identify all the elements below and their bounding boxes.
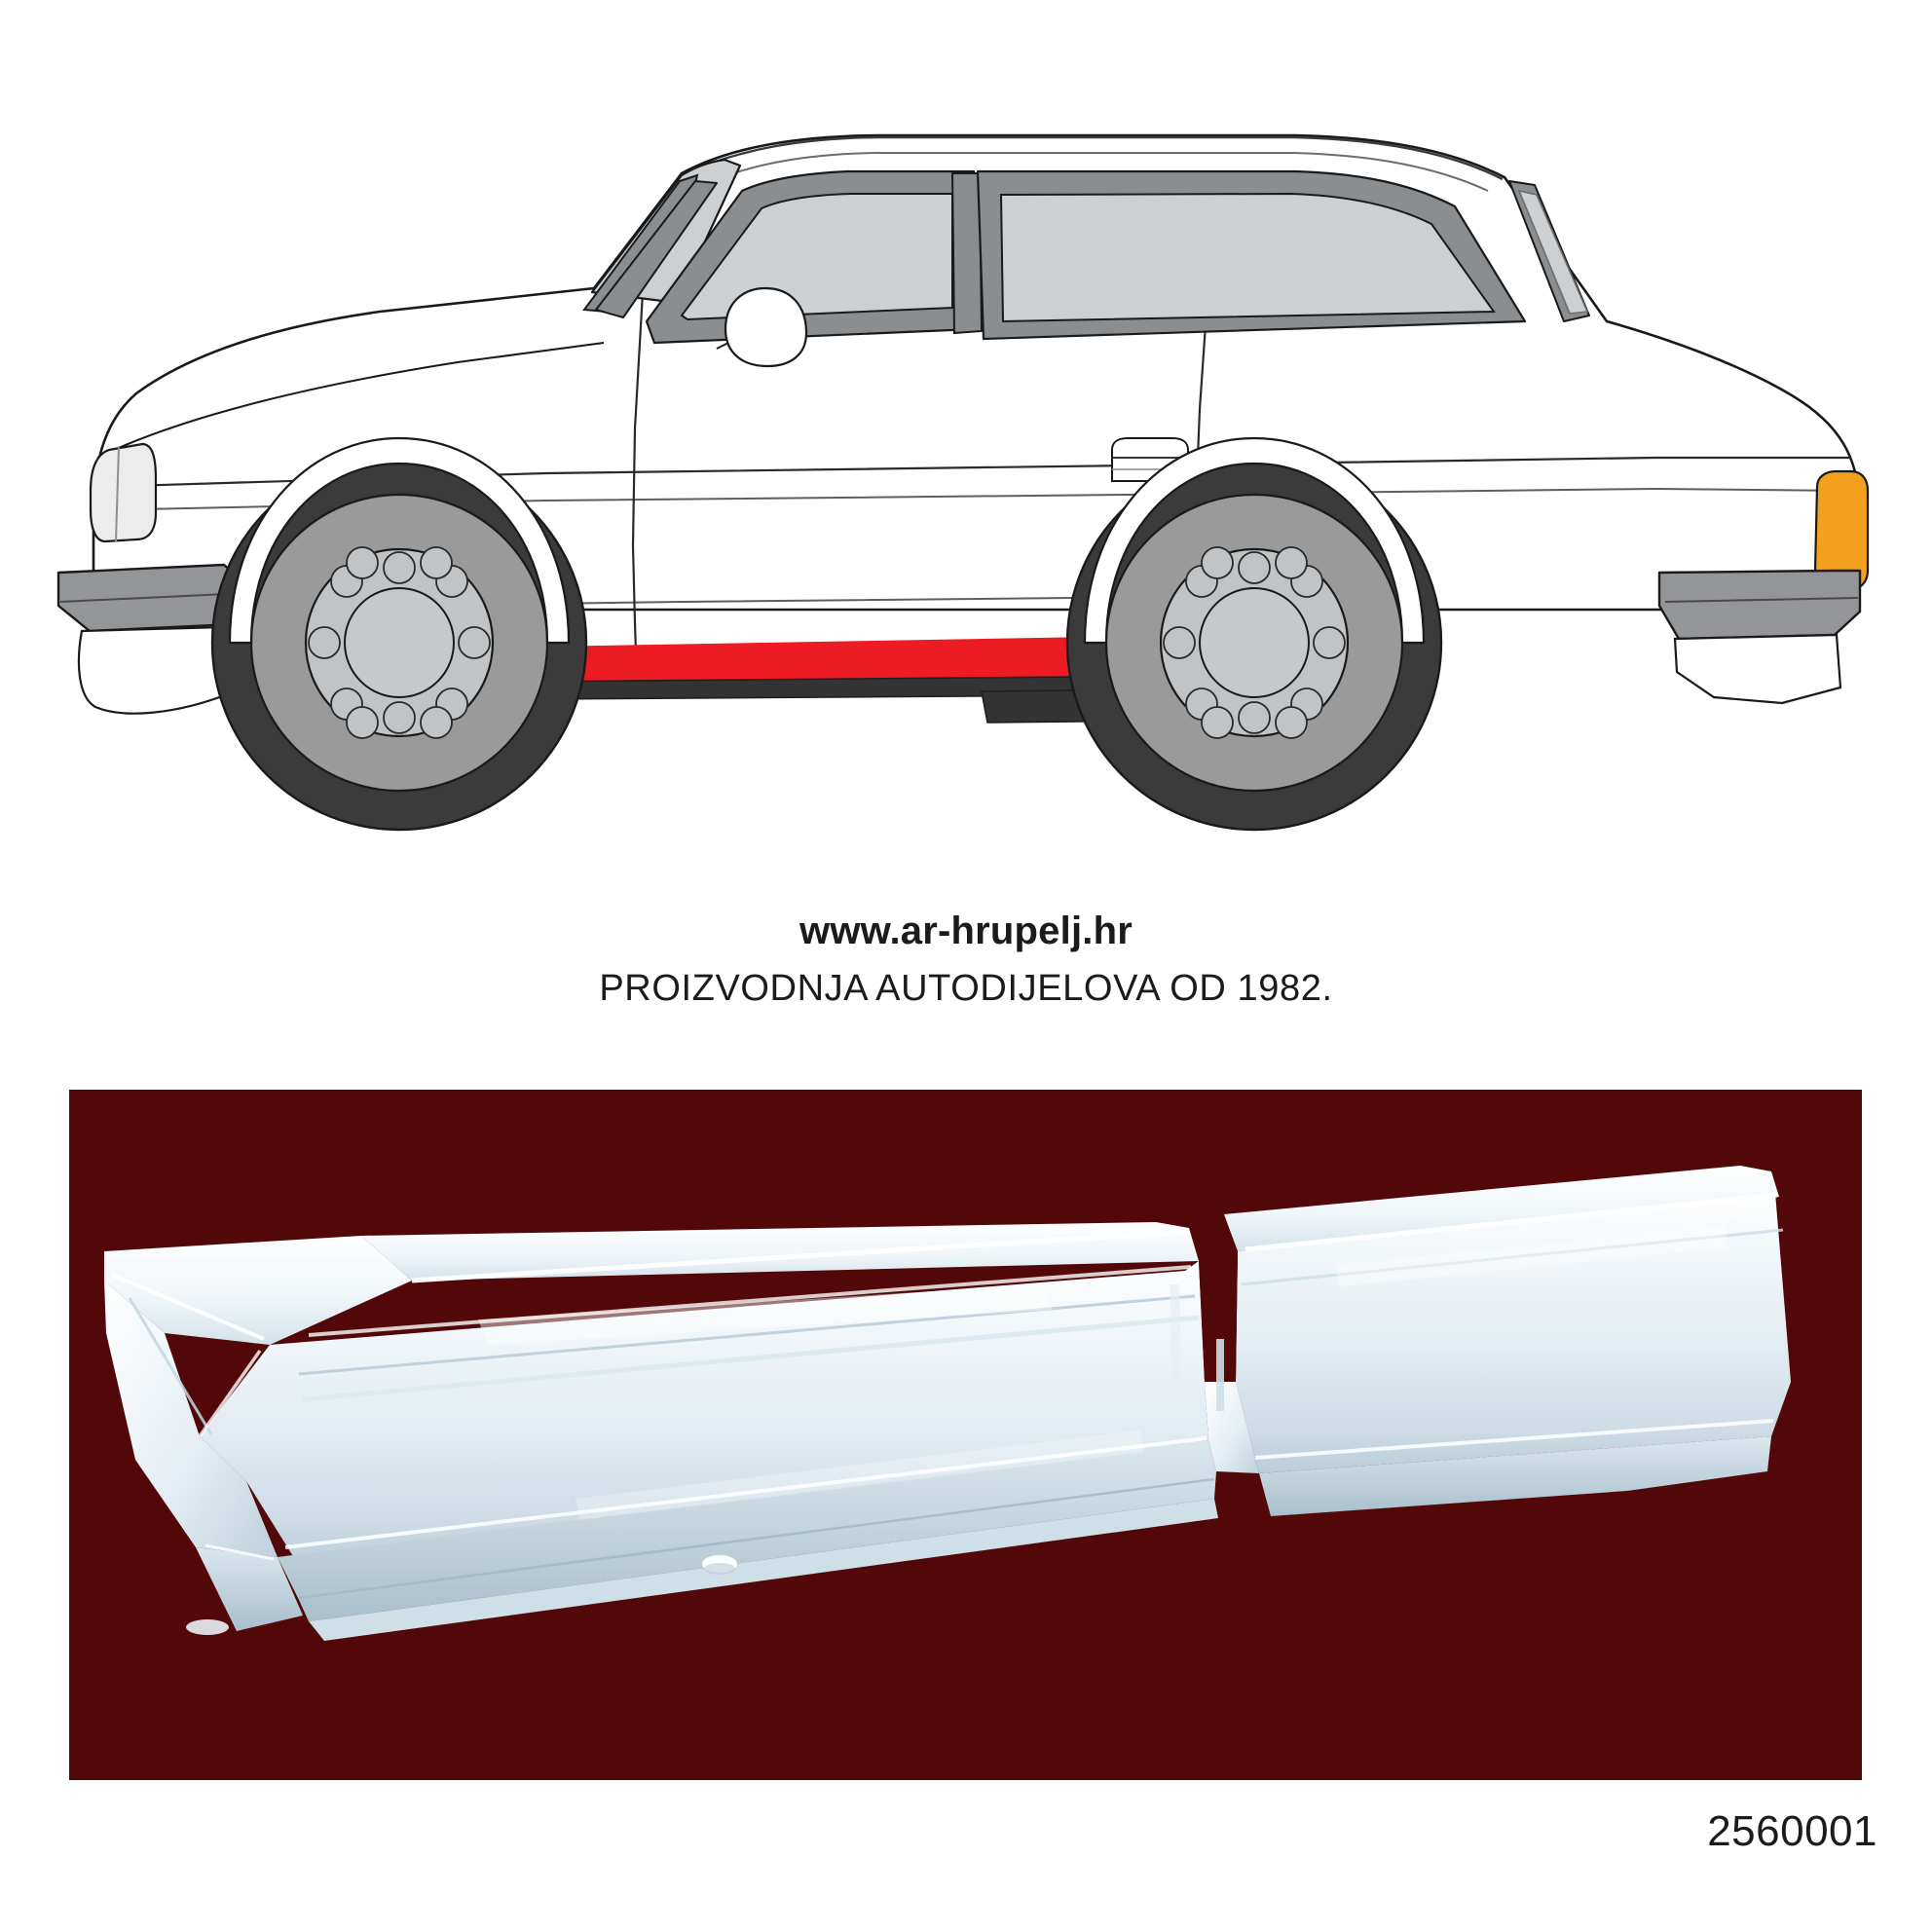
notch-rib-2 [1170,1284,1181,1378]
sill-lower-flange-edge [309,1499,1218,1641]
sill-panel-part [104,1166,1791,1641]
glazing-group [582,158,1590,368]
rear-valance [1673,633,1842,705]
rear-quarter-glass [999,192,1496,323]
sill-notch-cut [1199,1216,1238,1382]
notch-rib-1 [1216,1339,1224,1411]
left-end-crease-b [128,1297,213,1435]
front-arch-lip [228,436,571,645]
rear-bumper [1657,569,1862,641]
front-wheel [210,454,588,832]
sill-right-lower-flange [1259,1436,1771,1516]
front-door-shutline [631,291,645,683]
front-hub [344,587,455,698]
crease-line-mid [298,1294,1196,1376]
sheen-patch-1 [478,1284,1053,1345]
crease-line-mid2 [302,1315,1200,1402]
sill-lower-flange [278,1440,1216,1621]
sheen-patch-2 [576,1430,1144,1520]
left-end-crease-d [204,1543,275,1561]
rear-rim-holes [1163,546,1346,739]
brand-website: www.ar-hrupelj.hr [799,910,1133,952]
sill-left-end-upper [104,1236,412,1345]
headlight-divider [115,445,120,542]
side-mirror [724,286,808,368]
rear-arch-lip [1083,436,1426,645]
car-illustration [0,0,1932,876]
front-valance [77,625,232,715]
sill-left-end-face [104,1281,278,1557]
headlight [89,442,158,543]
wheel-arch-lips [228,436,1426,645]
right-crease-top [1245,1192,1778,1252]
crease-line-upper [308,1265,1192,1337]
rear-hub [1199,587,1310,698]
sill-left-lower-flange [196,1547,303,1631]
sill-right-raised-face [1236,1193,1791,1473]
sill-top-rail [361,1222,1199,1281]
left-end-crease-c [198,1349,262,1438]
company-tagline: PROIZVODNJA AUTODIJELOVA OD 1982. [599,968,1333,1009]
sill-right-raised-top [1224,1166,1779,1251]
locating-dimple-shade [704,1563,735,1575]
roof-inner-line [692,152,1489,192]
b-pillar [950,172,984,335]
right-crease-lower [1254,1419,1774,1460]
locating-dimple-2 [186,1619,229,1635]
c-pillar-glass-strip [1517,189,1589,315]
front-end-group [56,442,257,715]
sheen-patch-3 [1335,1226,1728,1286]
roof-line [681,135,1504,181]
right-crease-upper [1241,1228,1784,1286]
part-number: 2560001 [1707,1807,1877,1855]
a-pillar-trim [595,180,718,318]
front-rim-holes [308,546,491,739]
rear-bumper-crease [1664,597,1859,603]
left-end-crease-a [111,1273,265,1341]
crease-line-top [411,1229,1190,1283]
hood-crease [96,342,605,459]
product-photo-panel [69,1090,1862,1780]
crease-line-lower [284,1436,1208,1549]
front-bumper-crease [59,593,227,603]
side-mirror-stalk [716,342,729,350]
crease-line-lowest [298,1477,1215,1600]
rear-end-group [1657,469,1870,705]
caption-block: www.ar-hrupelj.hr PROIZVODNJA AUTODIJELO… [0,906,1932,1015]
